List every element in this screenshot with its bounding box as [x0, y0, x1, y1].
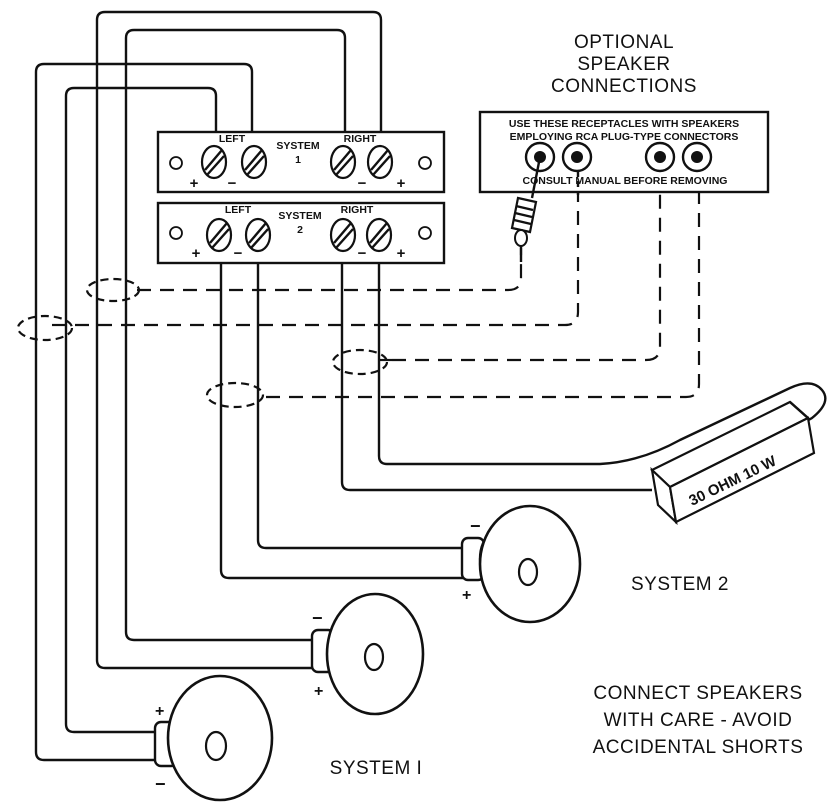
- system-label: SYSTEM: [278, 210, 321, 222]
- resistor-30-ohm: 30 OHM 10 W: [650, 400, 816, 526]
- optional-dashed-wires: [16, 160, 701, 409]
- terminal-screw-icon[interactable]: [205, 217, 233, 253]
- dash-clip-3: [331, 348, 389, 376]
- speaker-system-1-upper-icon: − +: [310, 592, 425, 716]
- rca-plug-icon[interactable]: [510, 156, 542, 262]
- dash-wire-rca-4: [266, 160, 701, 399]
- rca-instruction-line-2: EMPLOYING RCA PLUG-TYPE CONNECTORS: [510, 131, 739, 143]
- system-number: 2: [297, 224, 303, 236]
- dash-wire-rca-3: [392, 160, 662, 362]
- system-2-label: SYSTEM 2: [631, 574, 729, 595]
- warning-line-2: WITH CARE - AVOID: [604, 710, 793, 731]
- speaker-minus-mark: −: [470, 516, 481, 536]
- speaker-plus-mark: +: [155, 703, 164, 720]
- right-label: RIGHT: [341, 204, 374, 216]
- optional-title-line-1: OPTIONAL: [574, 32, 674, 53]
- terminal-screw-icon[interactable]: [329, 144, 357, 180]
- wire-s2-left-plus: [219, 238, 472, 580]
- mount-screw-icon: [169, 226, 183, 240]
- plus-mark: +: [190, 175, 199, 192]
- speaker-system-2-icon: − +: [460, 504, 582, 624]
- speaker-system-1-lower-icon: + −: [153, 674, 274, 802]
- speaker-plus-mark: +: [462, 587, 471, 604]
- system-label: SYSTEM: [276, 140, 319, 152]
- rca-jack-icon[interactable]: [561, 141, 593, 173]
- terminal-screw-icon[interactable]: [365, 217, 393, 253]
- rca-instruction-line-3: CONSULT MANUAL BEFORE REMOVING: [523, 175, 728, 187]
- warning-line-3: ACCIDENTAL SHORTS: [593, 737, 804, 758]
- optional-title-line-2: SPEAKER: [577, 54, 670, 75]
- mount-screw-icon: [169, 156, 183, 170]
- mount-screw-icon: [418, 226, 432, 240]
- wire-s1-right-plus: [95, 10, 383, 670]
- minus-mark: −: [358, 245, 367, 262]
- terminal-strip-system-1: LEFT SYSTEM 1 RIGHT + − − +: [156, 130, 446, 194]
- wire-s1-right-minus: [124, 28, 347, 642]
- speaker-minus-mark: −: [155, 774, 166, 794]
- rca-jack-icon[interactable]: [681, 141, 713, 173]
- optional-title-line-3: CONNECTIONS: [551, 76, 697, 97]
- rca-instruction-line-1: USE THESE RECEPTACLES WITH SPEAKERS: [509, 118, 739, 130]
- terminal-screw-icon[interactable]: [244, 217, 272, 253]
- speaker-minus-mark: −: [312, 608, 323, 628]
- wire-s1-left-minus: [34, 62, 254, 762]
- rca-jack-icon[interactable]: [644, 141, 676, 173]
- system-number: 1: [295, 154, 301, 166]
- wire-s2-right-plus: [377, 238, 827, 466]
- minus-mark: −: [358, 175, 367, 192]
- plus-mark: +: [192, 245, 201, 262]
- speaker-wires: [34, 10, 827, 762]
- mount-screw-icon: [418, 156, 432, 170]
- speaker-plus-mark: +: [314, 683, 323, 700]
- minus-mark: −: [228, 175, 237, 192]
- dash-clip-2: [16, 314, 74, 342]
- minus-mark: −: [234, 245, 243, 262]
- wire-s1-left-plus: [64, 86, 218, 734]
- terminal-screw-icon[interactable]: [366, 144, 394, 180]
- system-1-label: SYSTEM I: [330, 758, 423, 779]
- terminal-screw-icon[interactable]: [240, 144, 268, 180]
- left-label: LEFT: [219, 133, 246, 145]
- rca-receptacle-panel: USE THESE RECEPTACLES WITH SPEAKERS EMPL…: [478, 110, 770, 195]
- dash-wire-rca-1: [137, 248, 523, 292]
- plus-mark: +: [397, 245, 406, 262]
- terminal-screw-icon[interactable]: [329, 217, 357, 253]
- left-label: LEFT: [225, 204, 252, 216]
- wire-s2-right-minus: [340, 238, 652, 492]
- wire-s2-left-minus: [256, 238, 472, 550]
- terminal-screw-icon[interactable]: [200, 144, 228, 180]
- warning-line-1: CONNECT SPEAKERS: [593, 683, 802, 704]
- right-label: RIGHT: [344, 133, 377, 145]
- dash-clip-1: [85, 277, 141, 303]
- dash-wire-rca-2: [75, 160, 580, 327]
- plus-mark: +: [397, 175, 406, 192]
- terminal-strip-system-2: LEFT SYSTEM 2 RIGHT + − − +: [156, 201, 446, 265]
- dash-clip-4: [205, 381, 265, 409]
